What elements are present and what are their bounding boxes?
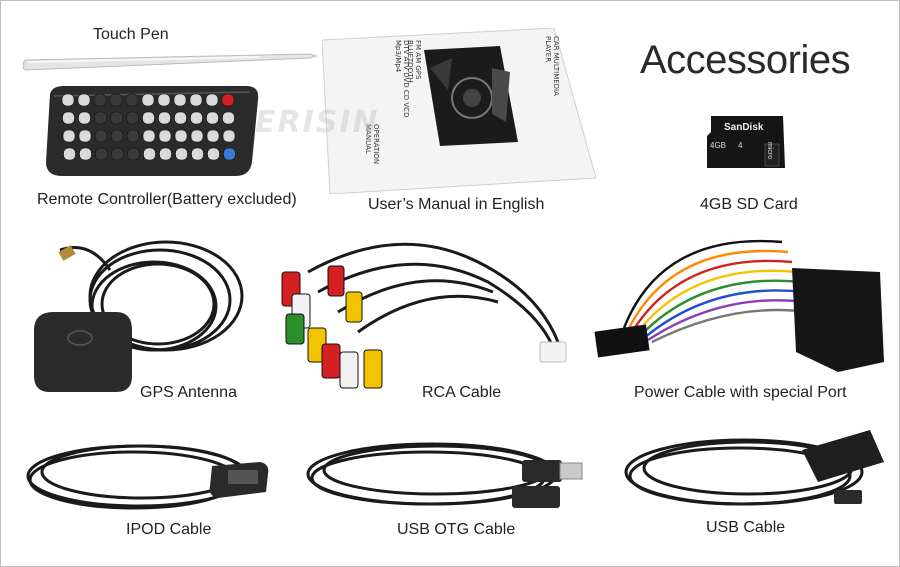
manual-features-2: DTV ATV DVD CD VCD Mp3/Mp4 xyxy=(394,40,410,118)
remote-controller-image xyxy=(40,84,262,178)
ipod-cable-label: IPOD Cable xyxy=(126,521,212,538)
usb-otg-cable-image xyxy=(302,434,592,514)
user-manual-label: User’s Manual in English xyxy=(368,196,545,213)
sd-card-image xyxy=(705,114,789,170)
usb-otg-cable-label: USB OTG Cable xyxy=(397,521,516,538)
gps-antenna-label: GPS Antenna xyxy=(140,384,237,401)
sd-card-brand: SanDisk xyxy=(724,122,764,133)
rca-cable-label: RCA Cable xyxy=(422,384,502,401)
usb-cable-image xyxy=(612,424,888,516)
sd-card-capacity: 4GB xyxy=(710,141,727,150)
sd-card-type: micro xyxy=(766,142,773,160)
power-cable-label: Power Cable with special Port xyxy=(634,384,847,401)
sd-card-label: 4GB SD Card xyxy=(700,196,798,213)
ipod-cable-image xyxy=(22,432,282,518)
watermark-logo: ERISIN xyxy=(255,105,380,140)
page-title: Accessories xyxy=(640,38,851,82)
manual-heading: CAR MULTIMEDIA PLAYER xyxy=(544,36,560,96)
user-manual-image xyxy=(322,28,596,194)
touch-pen-image xyxy=(20,48,320,78)
rca-cable-image xyxy=(278,232,588,402)
manual-footer: OPERATION MANUAL xyxy=(364,124,380,165)
usb-cable-label: USB Cable xyxy=(706,519,786,536)
manual-features-1: FM AM GPS BLUETOOTH xyxy=(406,40,422,83)
touch-pen-label: Touch Pen xyxy=(93,26,169,43)
sd-card-class: 4 xyxy=(738,141,743,150)
gps-antenna-image xyxy=(30,230,250,400)
power-cable-image xyxy=(592,232,892,382)
remote-controller-label: Remote Controller(Battery excluded) xyxy=(37,191,297,208)
